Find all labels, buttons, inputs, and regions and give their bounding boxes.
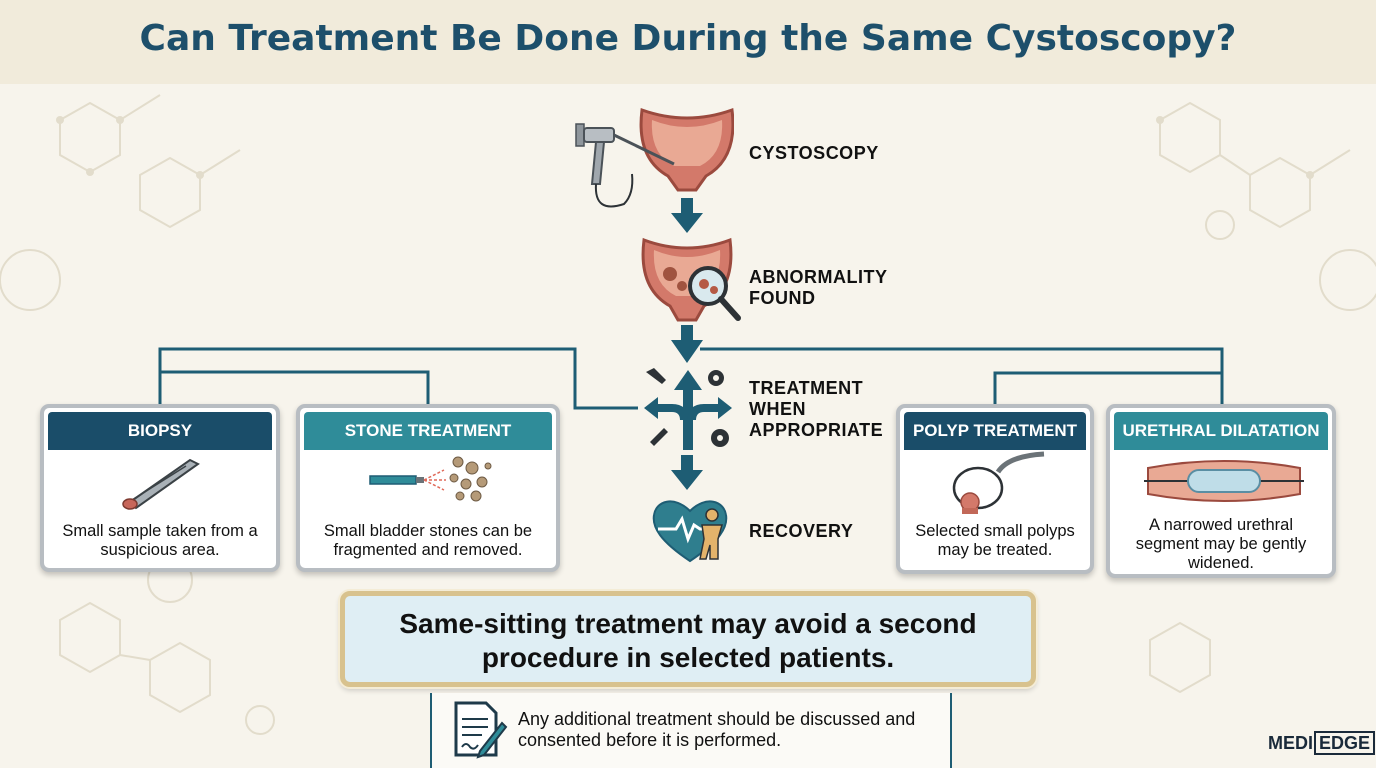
step-label-cystoscopy: CYSTOSCOPY: [749, 143, 879, 163]
key-message-callout: Same-sitting treatment may avoid a secon…: [340, 591, 1036, 687]
stone-treatment-card: STONE TREATMENT Small bladder stones can…: [296, 404, 560, 572]
note-text: Any additional treatment should be discu…: [518, 709, 916, 750]
polyp-treatment-card: POLYP TREATMENT Selected small polyps ma…: [896, 404, 1094, 574]
title-bar: [0, 0, 1376, 84]
snare-loop-icon: [952, 451, 1045, 514]
logo-text-part2: EDGE: [1314, 731, 1376, 755]
consent-form-icon: [454, 701, 508, 759]
card-title-polyp-treatment: POLYP TREATMENT: [904, 412, 1086, 450]
urethral-dilatation-card: URETHRAL DILATATION A narrowed urethral …: [1106, 404, 1336, 578]
card-text-stone-treatment: Small bladder stones can be fragmented a…: [323, 522, 533, 559]
step-label-recovery: RECOVERY: [749, 521, 854, 541]
mediedge-logo: MEDI EDGE: [1268, 730, 1376, 756]
branching-arrows-tools-icon: [644, 368, 732, 450]
logo-text-part1: MEDI: [1268, 732, 1313, 753]
consent-note: Any additional treatment should be discu…: [430, 693, 952, 768]
page-title: Can Treatment Be Done During the Same Cy…: [139, 18, 1237, 59]
heart-person-icon: [652, 500, 728, 563]
step-label-treatment: TREATMENT WHEN APPROPRIATE: [749, 378, 884, 440]
balloon-catheter-icon: [1144, 460, 1304, 502]
card-text-urethral-dilatation: A narrowed urethral segment may be gentl…: [1135, 516, 1307, 572]
flow-arrow-3: [671, 455, 703, 490]
card-text-biopsy: Small sample taken from a suspicious are…: [62, 522, 258, 559]
cystoscope-bladder-icon: [575, 107, 734, 208]
flow-arrow-2: [671, 325, 703, 363]
magnifier-bladder-icon: [641, 237, 741, 322]
card-title-urethral-dilatation: URETHRAL DILATATION: [1114, 412, 1328, 450]
biopsy-card: BIOPSY Small sample taken from a suspici…: [40, 404, 280, 572]
card-text-polyp-treatment: Selected small polyps may be treated.: [915, 522, 1075, 559]
callout-text: Same-sitting treatment may avoid a secon…: [399, 608, 977, 673]
laser-fragments-icon: [369, 456, 492, 502]
forceps-icon: [122, 458, 200, 510]
step-label-abnormality-found: ABNORMALITY FOUND: [749, 267, 888, 308]
card-title-biopsy: BIOPSY: [48, 412, 272, 450]
card-title-stone-treatment: STONE TREATMENT: [304, 412, 552, 450]
